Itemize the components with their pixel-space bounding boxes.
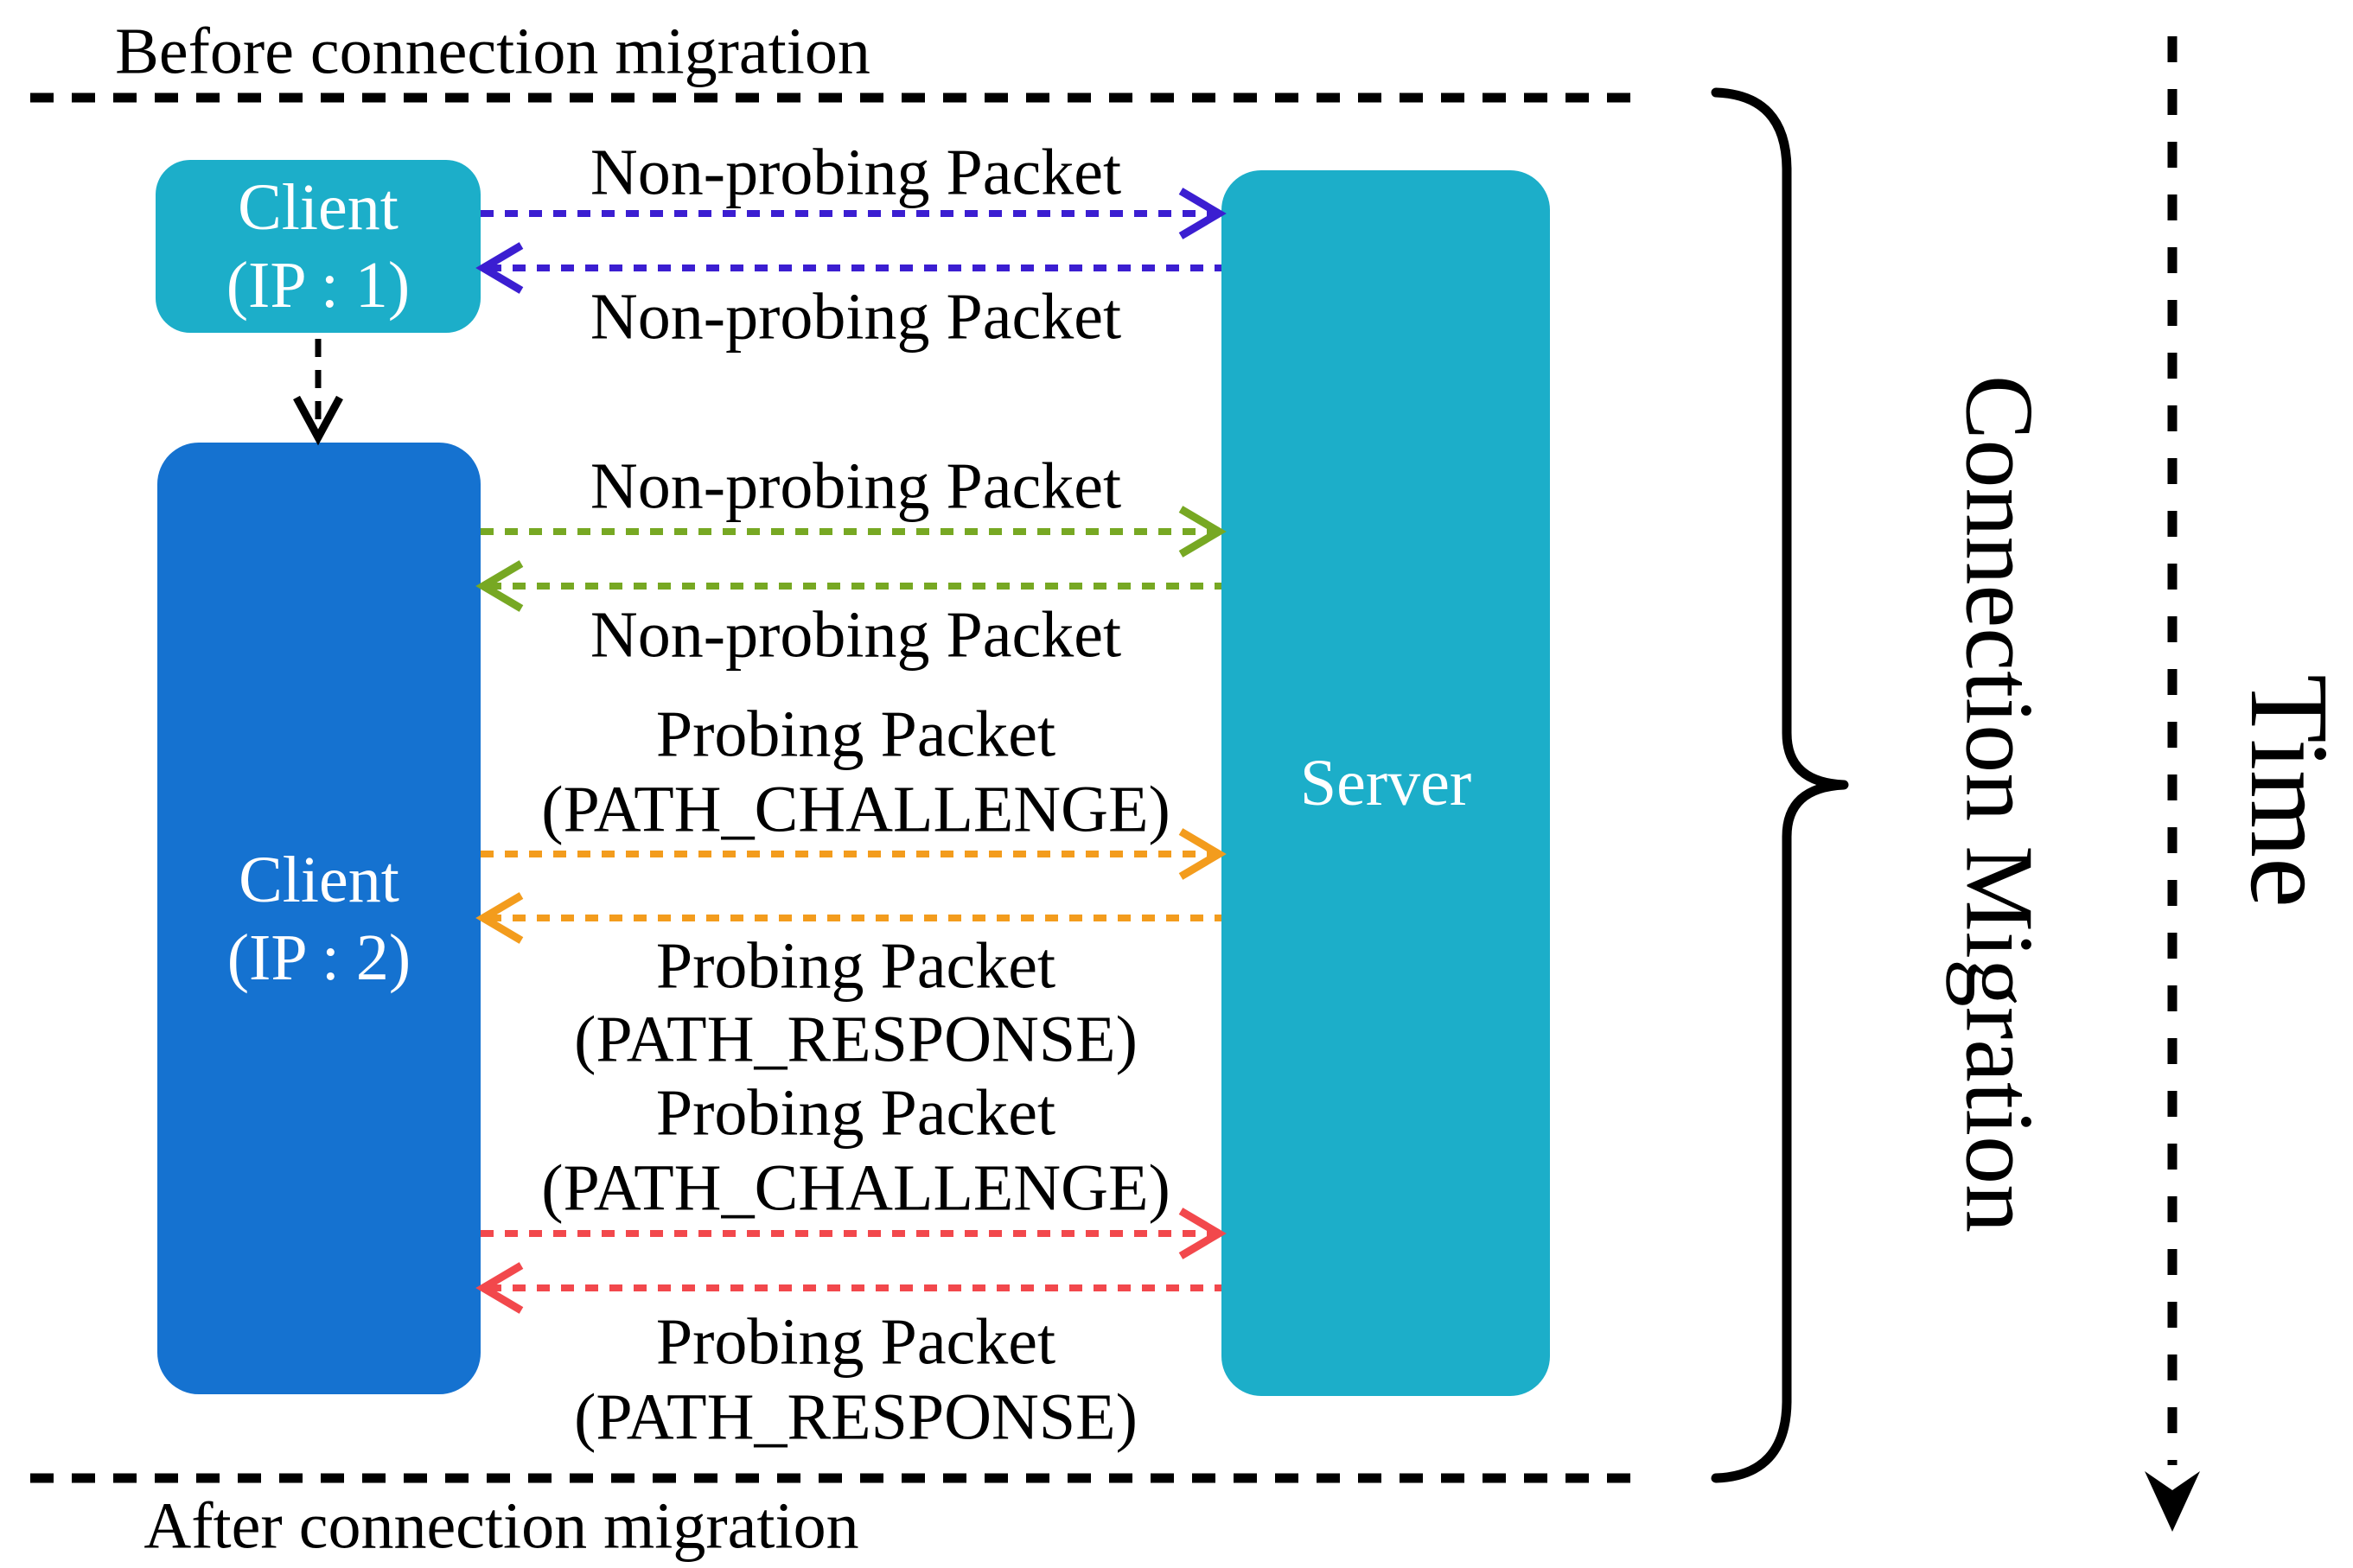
msg-label-nonprobing-3: Non-probing Packet — [590, 449, 1122, 523]
msg-label-nonprobing-1: Non-probing Packet — [590, 136, 1122, 209]
msg-label-probing-3: Probing Packet — [655, 1076, 1056, 1150]
after-migration-heading: After connection migration — [143, 1489, 859, 1563]
server-name: Server — [1299, 747, 1472, 819]
client-ip1-address: (IP : 1) — [226, 249, 411, 322]
before-migration-heading: Before connection migration — [115, 15, 870, 88]
connection-migration-label: Connection Migration — [1945, 374, 2053, 1233]
connection-migration-brace — [1711, 87, 1849, 1483]
msg-label-probing-2: Probing Packet — [655, 929, 1056, 1003]
ip-change-arrow — [293, 339, 343, 446]
probing-response-arrow-red — [475, 1262, 1221, 1314]
msg-label-response-1: (PATH_RESPONSE) — [574, 1003, 1138, 1076]
server-node: Server — [1221, 170, 1550, 1396]
msg-label-nonprobing-2: Non-probing Packet — [590, 280, 1122, 354]
time-axis-label: Time — [2227, 674, 2351, 908]
msg-label-response-2: (PATH_RESPONSE) — [574, 1380, 1138, 1454]
msg-label-probing-4: Probing Packet — [655, 1305, 1056, 1379]
time-axis-arrow — [2145, 36, 2200, 1532]
msg-label-probing-1: Probing Packet — [655, 698, 1056, 771]
msg-label-nonprobing-4: Non-probing Packet — [590, 598, 1122, 672]
msg-label-challenge-2: (PATH_CHALLENGE) — [541, 1151, 1170, 1225]
client-ip2-address: (IP : 2) — [226, 921, 411, 994]
client-ip2-name: Client — [239, 843, 399, 916]
msg-label-challenge-1: (PATH_CHALLENGE) — [541, 773, 1170, 846]
client-ip2-node: Client (IP : 2) — [157, 443, 481, 1394]
client-ip1-node: Client (IP : 1) — [156, 160, 481, 333]
client-ip1-name: Client — [238, 171, 399, 244]
